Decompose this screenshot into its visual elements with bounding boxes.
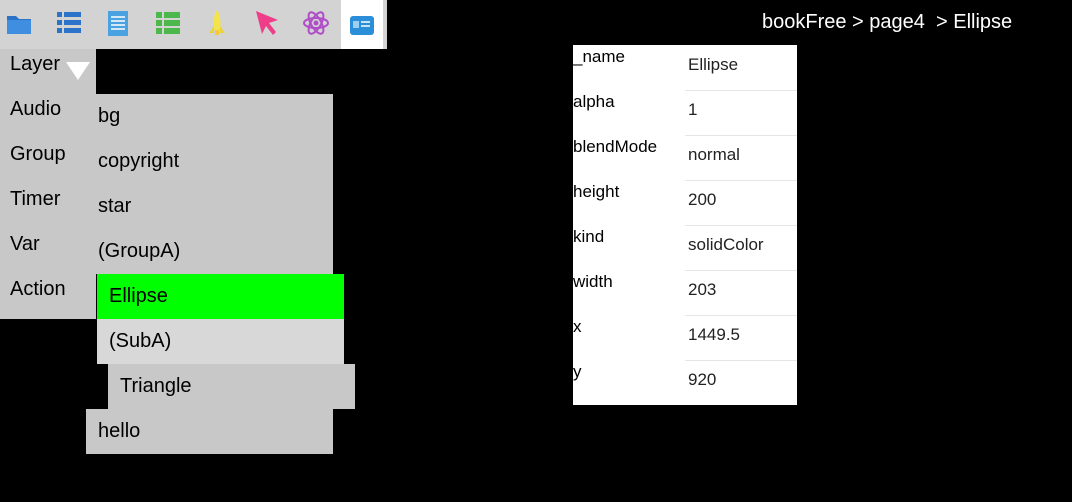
property-value[interactable]: 1 xyxy=(688,100,698,119)
layer-row[interactable]: (GroupA) xyxy=(86,229,333,274)
property-value[interactable]: 920 xyxy=(688,370,717,389)
property-divider xyxy=(685,180,797,181)
layer-row[interactable]: Triangle xyxy=(108,364,355,409)
category-layer[interactable]: Layer xyxy=(10,53,61,75)
layer-label: Triangle xyxy=(120,375,192,397)
property-value[interactable]: normal xyxy=(688,145,740,164)
properties-panel: _name Ellipse alpha 1 blendMode normal h… xyxy=(573,45,797,405)
layer-row[interactable]: star xyxy=(86,184,333,229)
category-audio[interactable]: Audio xyxy=(10,98,62,120)
atom-icon[interactable] xyxy=(299,6,333,40)
property-key: _name xyxy=(573,47,625,66)
property-key: height xyxy=(573,182,620,201)
property-key: x xyxy=(573,317,582,336)
property-divider xyxy=(685,360,797,361)
property-value[interactable]: 1449.5 xyxy=(688,325,740,344)
layer-label: bg xyxy=(98,105,121,127)
layer-row-selected[interactable]: Ellipse xyxy=(97,274,344,319)
property-value[interactable]: 200 xyxy=(688,190,717,209)
layer-label: (GroupA) xyxy=(98,240,181,262)
layer-label: (SubA) xyxy=(109,330,172,352)
category-action[interactable]: Action xyxy=(10,278,66,300)
layer-dropdown-arrow-icon[interactable] xyxy=(66,62,90,80)
property-key: alpha xyxy=(573,92,615,111)
property-divider xyxy=(685,315,797,316)
breadcrumb: bookFree > page4 > Ellipse xyxy=(762,11,1013,33)
layer-label: hello xyxy=(98,420,141,442)
layer-row[interactable]: bg xyxy=(86,94,333,139)
property-divider xyxy=(685,225,797,226)
property-value[interactable]: 203 xyxy=(688,280,717,299)
property-value[interactable]: solidColor xyxy=(688,235,764,254)
property-key: y xyxy=(573,362,582,381)
property-value[interactable]: Ellipse xyxy=(688,55,739,74)
cursor-icon[interactable] xyxy=(250,6,284,40)
toolbar xyxy=(0,0,387,49)
folder-icon[interactable] xyxy=(2,6,36,40)
category-group[interactable]: Group xyxy=(10,143,66,165)
layer-row[interactable]: copyright xyxy=(86,139,333,184)
property-key: blendMode xyxy=(573,137,658,156)
property-divider xyxy=(685,270,797,271)
category-var[interactable]: Var xyxy=(10,233,40,255)
category-timer[interactable]: Timer xyxy=(10,188,61,210)
list-icon[interactable] xyxy=(52,6,86,40)
document-icon[interactable] xyxy=(101,6,135,40)
layer-label: Ellipse xyxy=(109,285,168,307)
grid-list-icon[interactable] xyxy=(151,6,185,40)
property-divider xyxy=(685,90,797,91)
property-key: kind xyxy=(573,227,605,246)
layer-label: copyright xyxy=(98,150,180,172)
layer-row[interactable]: hello xyxy=(86,409,333,454)
layer-label: star xyxy=(98,195,132,217)
property-key: width xyxy=(573,272,613,291)
layer-row[interactable]: (SubA) xyxy=(97,319,344,364)
rocket-icon[interactable] xyxy=(200,6,234,40)
card-icon[interactable] xyxy=(341,0,383,49)
category-column: Layer Audio Group Timer Var Action xyxy=(0,49,96,319)
property-divider xyxy=(685,135,797,136)
